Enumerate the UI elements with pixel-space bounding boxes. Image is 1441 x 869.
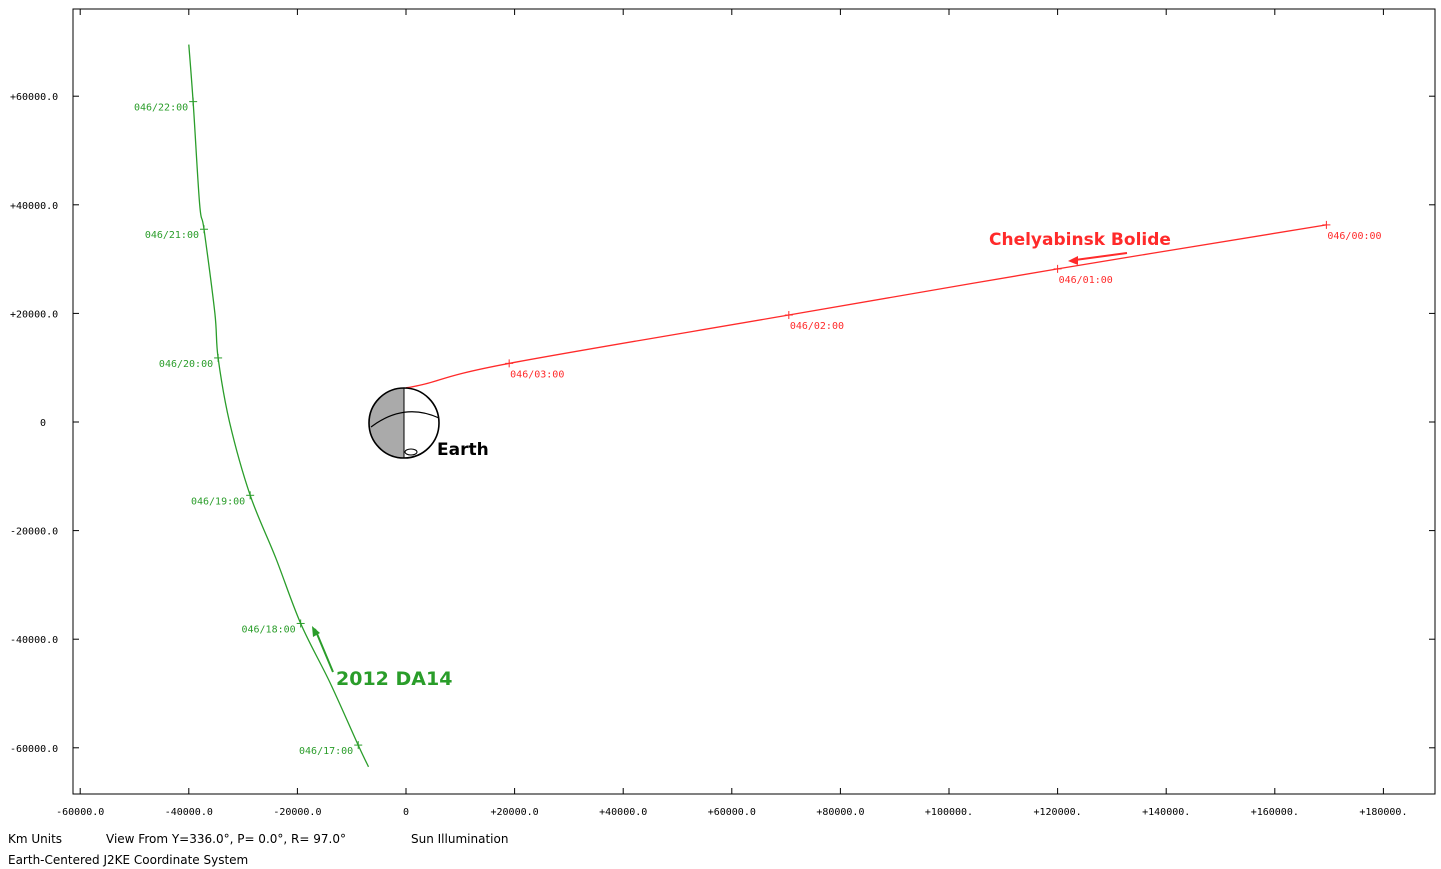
x-tick-label: +60000.0: [708, 807, 756, 818]
illumination-label: Sun Illumination: [411, 832, 509, 846]
trajectory-layer: 046/22:00 046/21:00 046/20:00 046/19:00 046/…: [134, 44, 1382, 768]
y-tick-label: +60000.0: [10, 92, 58, 103]
da14-annotation: 2012 DA14: [312, 626, 452, 690]
view-parameters: View From Y=336.0°, P= 0.0°, R= 97.0°: [106, 832, 346, 846]
da14-label: 2012 DA14: [336, 668, 452, 690]
x-tick-label: +40000.0: [599, 807, 647, 818]
trajectory-line-1: [405, 224, 1327, 389]
earth-shadow: [369, 388, 404, 458]
y-tick-label: -40000.0: [10, 635, 58, 646]
earth-equator: [370, 411, 440, 428]
x-tick-label: 0: [403, 807, 409, 818]
earth-pole-marker: [404, 448, 418, 456]
y-tick-label: +20000.0: [10, 309, 58, 320]
time-mark-label: 046/22:00: [134, 103, 188, 114]
x-tick-label: +120000.: [1034, 807, 1082, 818]
plot-frame: [72, 8, 1436, 795]
x-tick-label: -60000.0: [56, 807, 104, 818]
da14-arrow-head: [312, 626, 320, 637]
time-mark-label: 046/02:00: [790, 321, 844, 332]
time-mark-label: 046/18:00: [241, 624, 295, 635]
y-tick-label: 0: [40, 418, 46, 429]
y-tick-label: +40000.0: [10, 201, 58, 212]
time-mark-label: 046/03:00: [510, 369, 564, 380]
time-mark-label: 046/20:00: [159, 359, 213, 370]
x-tick-label: +160000.: [1251, 807, 1299, 818]
earth-label: Earth: [437, 440, 489, 460]
time-mark-label: 046/21:00: [145, 230, 199, 241]
bolide-label: Chelyabinsk Bolide: [989, 230, 1171, 250]
bolide-annotation: Chelyabinsk Bolide: [989, 230, 1171, 265]
y-tick-label: -20000.0: [10, 527, 58, 538]
earth-globe: Earth: [368, 387, 489, 460]
bolide-arrow-head: [1068, 256, 1078, 265]
x-tick-label: +80000.0: [816, 807, 864, 818]
time-mark-label: 046/01:00: [1059, 275, 1113, 286]
x-tick-label: -20000.0: [273, 807, 321, 818]
units-label: Km Units: [8, 832, 63, 846]
trajectory-line-0: [188, 44, 370, 768]
x-tick-label: +140000.: [1142, 807, 1190, 818]
x-tick-label: +180000.: [1359, 807, 1407, 818]
da14-arrow-shaft: [314, 628, 334, 673]
x-tick-label: +100000.: [925, 807, 973, 818]
x-tick-label: +20000.0: [491, 807, 539, 818]
y-tick-label: -60000.0: [10, 744, 58, 755]
bolide-arrow-shaft: [1074, 252, 1128, 261]
time-mark-label: 046/17:00: [299, 746, 353, 757]
x-tick-label: -40000.0: [165, 807, 213, 818]
coordinate-system-label: Earth-Centered J2KE Coordinate System: [8, 853, 249, 867]
time-mark-label: 046/00:00: [1327, 231, 1381, 242]
y-axis-ticks: +60000.0 +40000.0 +20000.0 0 -20000.0 -40000.…: [10, 92, 1435, 755]
time-mark-label: 046/19:00: [191, 496, 245, 507]
x-axis-ticks: -60000.0 -40000.0 -20000.0 0 +20000.0 +40000.…: [56, 9, 1407, 818]
